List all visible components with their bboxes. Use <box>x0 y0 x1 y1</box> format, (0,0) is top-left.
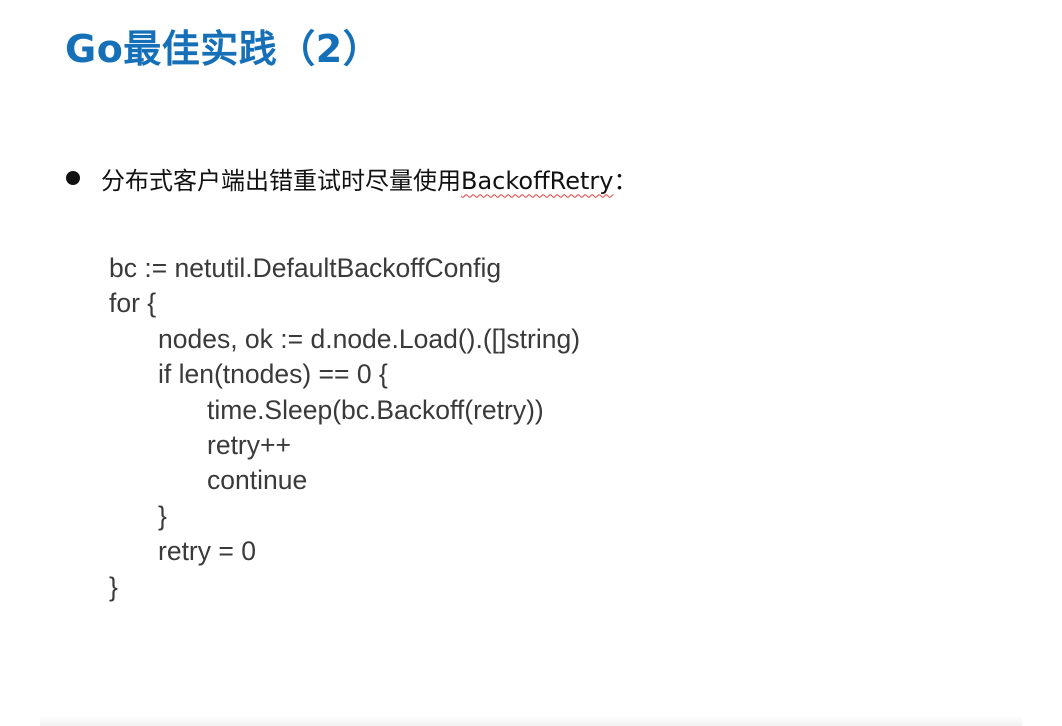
code-line: nodes, ok := d.node.Load().([]string) <box>158 323 581 354</box>
code-line: if len(tnodes) == 0 { <box>158 359 388 390</box>
bullet-item: 分布式客户端出错重试时尽量使用BackoffRetry： <box>66 161 637 195</box>
code-line: time.Sleep(bc.Backoff(retry)) <box>207 394 544 425</box>
slide-title: Go最佳实践（2） <box>65 27 382 71</box>
code-line: continue <box>207 465 308 496</box>
code-line: for { <box>109 288 157 319</box>
code-block: bc := netutil.DefaultBackoffConfig for {… <box>109 251 580 605</box>
bullet-term: BackoffRetry <box>461 166 614 195</box>
bullet-text-suffix: ： <box>613 166 638 195</box>
bullet-text-prefix: 分布式客户端出错重试时尽量使用 <box>101 166 461 195</box>
code-line: retry = 0 <box>158 536 256 567</box>
code-line: } <box>158 500 167 531</box>
code-line: bc := netutil.DefaultBackoffConfig <box>109 253 502 283</box>
bullet-dot-icon <box>66 171 80 185</box>
slide-bottom-edge <box>40 716 1022 726</box>
bullet-text: 分布式客户端出错重试时尽量使用BackoffRetry： <box>101 161 637 196</box>
code-line: retry++ <box>207 429 291 460</box>
code-line: } <box>109 571 118 602</box>
